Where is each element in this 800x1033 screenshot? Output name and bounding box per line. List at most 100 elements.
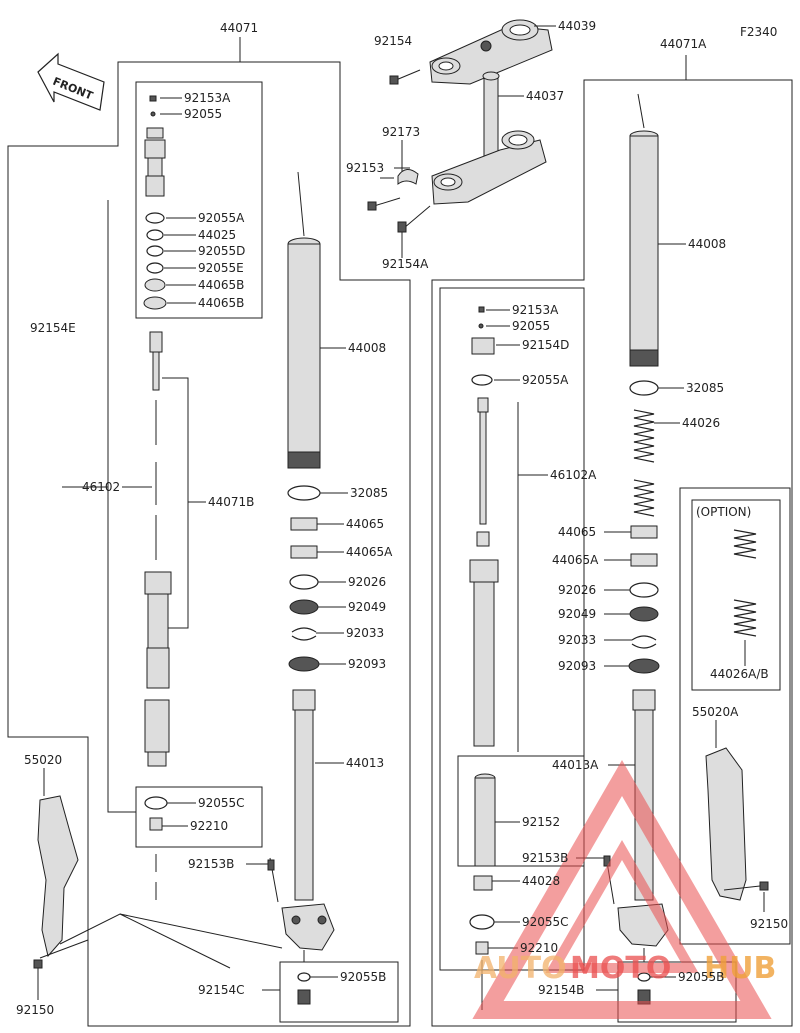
spring-44026 [629, 380, 659, 517]
label-92055d: 92055D [198, 244, 245, 258]
bolt-92154a [397, 205, 431, 233]
outline-44071 [7, 37, 411, 1027]
label-92154a: 92154A [382, 257, 429, 271]
label-92154b: 92154B [538, 983, 584, 997]
label-44013a: 44013A [552, 758, 599, 772]
label-92026-left: 92026 [348, 575, 386, 589]
label-92153a-left: 92153A [184, 91, 231, 105]
bolt-92154-top [389, 69, 421, 85]
label-44065a-right: 44065A [552, 553, 599, 567]
watermark-text-auto: AUTO [474, 951, 567, 986]
label-46102: 46102 [82, 480, 120, 494]
cartridge-tube-left [144, 571, 172, 767]
label-92150-right: 92150 [750, 917, 788, 931]
label-92154c: 92154C [198, 983, 245, 997]
label-44026ab: 44026A/B [710, 667, 769, 681]
option-spring [733, 529, 757, 666]
label-44065-left: 44065 [346, 517, 384, 531]
label-92093-left: 92093 [348, 657, 386, 671]
bolt-92153b-left [267, 859, 275, 871]
label-92152: 92152 [522, 815, 560, 829]
label-44065b-2: 44065B [198, 296, 244, 310]
box-axle-left [279, 961, 399, 1023]
watermark-text-moto: MOTO [570, 951, 671, 986]
label-92173: 92173 [382, 125, 420, 139]
label-92055a-left: 92055A [198, 211, 245, 225]
cartridge-tube-right [469, 559, 499, 747]
watermark-logo [472, 760, 772, 1019]
label-44008-right: 44008 [688, 237, 726, 251]
label-44025: 44025 [198, 228, 236, 242]
bolt-92153-top [367, 197, 401, 211]
seal-stack-left [287, 485, 321, 672]
front-arrow-icon: FRONT [37, 52, 105, 111]
label-92055-left: 92055 [184, 107, 222, 121]
upper-triple-clamp [429, 19, 553, 85]
label-44013: 44013 [346, 756, 384, 770]
label-44065b-1: 44065B [198, 278, 244, 292]
label-92153b-right: 92153B [522, 851, 568, 865]
label-92055a-right: 92055A [522, 373, 569, 387]
outline-44071a [431, 55, 793, 1027]
label-92153b-left: 92153B [188, 857, 234, 871]
label-92026-right: 92026 [558, 583, 596, 597]
label-92153-top: 92153 [346, 161, 384, 175]
label-92055c-right: 92055C [522, 915, 569, 929]
label-32085-left: 32085 [350, 486, 388, 500]
label-44065-right: 44065 [558, 525, 596, 539]
outer-tube-44008-left [287, 171, 321, 469]
label-92055-right: 92055 [512, 319, 550, 333]
cartridge-right-top [471, 306, 495, 386]
label-46102a: 46102A [550, 468, 597, 482]
box-92152 [457, 755, 585, 867]
label-44071b: 44071B [208, 495, 254, 509]
label-32085-right: 32085 [686, 381, 724, 395]
bottom-right-seals [469, 875, 495, 955]
label-92154e: 92154E [30, 321, 76, 335]
outer-tube-44008-right [629, 93, 659, 367]
label-92033-right: 92033 [558, 633, 596, 647]
clamp-92173 [397, 169, 419, 185]
steering-stem [482, 71, 500, 169]
label-92055b-left: 92055B [340, 970, 386, 984]
box-cartridge-top-left [135, 81, 263, 319]
label-92049-left: 92049 [348, 600, 386, 614]
label-92049-right: 92049 [558, 607, 596, 621]
bracket-92154e [107, 200, 136, 813]
cartridge-top-left-parts [143, 95, 167, 310]
label-44065a-left: 44065A [346, 545, 393, 559]
label-44071a: 44071A [660, 37, 707, 51]
option-label: (OPTION) [696, 505, 751, 519]
label-55020: 55020 [24, 753, 62, 767]
label-92055b-right: 92055B [678, 970, 724, 984]
label-44008-left: 44008 [348, 341, 386, 355]
label-92153a-right: 92153A [512, 303, 559, 317]
label-55020a: 55020A [692, 705, 739, 719]
label-92150-left: 92150 [16, 1003, 54, 1017]
box-option-inner [691, 499, 781, 691]
part-92152-right [474, 773, 496, 867]
box-bottom-left [135, 786, 263, 848]
bottom-left-seals [144, 796, 168, 831]
watermark-text-hub: HUB [704, 951, 776, 986]
damper-rod-right [476, 397, 490, 547]
lower-triple-clamp [431, 130, 547, 205]
label-92093-right: 92093 [558, 659, 596, 673]
damper-rod-left [149, 331, 163, 560]
fork-guard-55020a [705, 747, 769, 901]
seal-stack-right [628, 525, 660, 674]
label-44026: 44026 [682, 416, 720, 430]
box-option [679, 487, 791, 945]
label-92154-top: 92154 [374, 34, 412, 48]
figure-code: F2340 [740, 25, 777, 39]
fork-guard-55020 [33, 795, 89, 969]
label-44037: 44037 [526, 89, 564, 103]
label-92055c-left: 92055C [198, 796, 245, 810]
label-44071: 44071 [220, 21, 258, 35]
label-92210-right: 92210 [520, 941, 558, 955]
label-44028: 44028 [522, 874, 560, 888]
label-92154d: 92154D [522, 338, 569, 352]
inner-tube-44013-left [281, 689, 335, 951]
